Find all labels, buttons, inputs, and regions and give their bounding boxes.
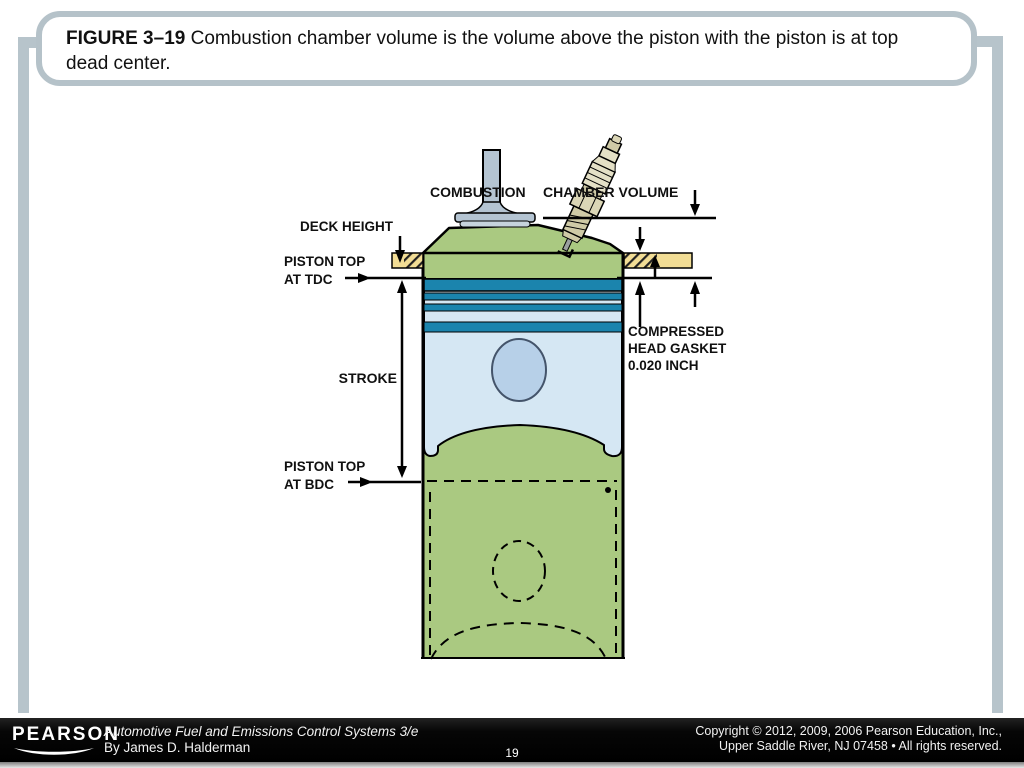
label-piston-top-bdc-2: AT BDC (284, 477, 334, 492)
page-number: 19 (505, 746, 519, 760)
label-combustion-right: CHAMBER VOLUME (543, 184, 678, 200)
label-piston-top-bdc-1: PISTON TOP (284, 459, 365, 474)
label-gasket-3: 0.020 INCH (628, 358, 699, 373)
label-gasket-2: HEAD GASKET (628, 341, 727, 356)
label-piston-top-tdc-1: PISTON TOP (284, 254, 365, 269)
copyright-line-1: Copyright © 2012, 2009, 2006 Pearson Edu… (695, 724, 1002, 738)
arrowhead (635, 281, 645, 295)
arrowhead (358, 273, 371, 283)
bdc-dot (605, 487, 611, 493)
pearson-logo-text: PEARSON (12, 724, 120, 745)
label-piston-top-tdc-2: AT TDC (284, 272, 333, 287)
piston-pin (491, 338, 547, 402)
copyright: Copyright © 2012, 2009, 2006 Pearson Edu… (695, 724, 1002, 754)
arrowhead (650, 255, 660, 267)
arrowhead (690, 204, 700, 216)
figure-caption-label: FIGURE 3–19 (66, 28, 186, 49)
arrowhead (397, 466, 407, 478)
figure-caption: FIGURE 3–19 Combustion chamber volume is… (36, 11, 977, 86)
label-stroke: STROKE (339, 370, 397, 386)
piston-rings (423, 278, 623, 333)
head-gasket-right (623, 252, 693, 269)
book-info: Automotive Fuel and Emissions Control Sy… (104, 724, 418, 756)
pearson-swoosh-icon (14, 748, 94, 755)
frame-pipe-elbow-left (18, 37, 46, 48)
arrowhead (360, 477, 373, 487)
spark-plug (557, 134, 623, 259)
figure-caption-text: Combustion chamber volume is the volume … (66, 28, 899, 75)
footer-bevel-strip (0, 762, 1024, 768)
arrowhead (690, 281, 700, 294)
label-combustion-left: COMBUSTION (430, 184, 526, 200)
arrowhead (395, 250, 405, 263)
dim-combustion-chamber (543, 190, 716, 307)
frame-pipe-left (18, 37, 29, 713)
frame-pipe-elbow-right (972, 36, 1003, 47)
head-gasket-left (391, 252, 424, 269)
piston (423, 278, 623, 458)
footer-bar: PEARSON Automotive Fuel and Emissions Co… (0, 718, 1024, 762)
pearson-logo: PEARSON (12, 724, 120, 762)
copyright-line-2: Upper Saddle River, NJ 07458 • All right… (719, 739, 1002, 753)
intake-valve (454, 149, 536, 228)
bdc-dashed-outline (427, 480, 617, 660)
book-author: By James D. Halderman (104, 740, 251, 755)
label-gasket-1: COMPRESSED (628, 324, 724, 339)
dim-head-gasket (617, 227, 712, 327)
frame-pipe-right (992, 36, 1003, 713)
arrowhead (635, 239, 645, 251)
arrowhead (397, 280, 407, 293)
book-title: Automotive Fuel and Emissions Control Sy… (104, 724, 419, 739)
label-deck-height: DECK HEIGHT (300, 219, 394, 234)
